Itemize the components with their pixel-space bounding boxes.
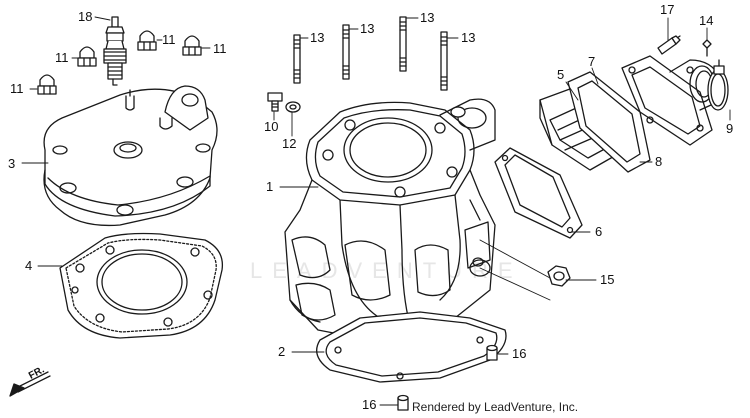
flange-bolt [267, 92, 283, 112]
callout-5: 5 [557, 67, 565, 82]
cap-nut-1 [137, 30, 157, 51]
callout-12: 12 [282, 136, 297, 151]
callout-11-far-left: 11 [10, 81, 24, 96]
callout-13-d: 13 [461, 30, 476, 45]
long-bolt [657, 35, 681, 55]
leader-lines [21, 16, 731, 406]
callout-11-top: 11 [162, 32, 176, 47]
cap-nut-4 [37, 74, 57, 95]
head-gasket [59, 232, 224, 339]
callout-8: 8 [655, 154, 663, 169]
reed-gasket [494, 147, 583, 239]
callout-9: 9 [726, 121, 734, 136]
callout-17: 17 [660, 2, 675, 17]
dowel-pin-1 [486, 344, 498, 361]
callout-2: 2 [278, 344, 286, 359]
stud-bolt-3 [399, 16, 407, 72]
small-screw [702, 39, 712, 57]
cap-nut-3 [182, 35, 202, 56]
callout-16-b: 16 [362, 397, 377, 412]
front-direction-arrow [9, 371, 51, 397]
dowel-pin-2 [397, 394, 409, 411]
stud-bolt-4 [440, 31, 448, 91]
base-gasket [316, 311, 507, 383]
callout-16-a: 16 [512, 346, 527, 361]
callout-11-left: 11 [55, 50, 69, 65]
hex-nut [547, 265, 571, 287]
spark-plug [103, 16, 127, 86]
callout-10: 10 [264, 119, 279, 134]
callout-13-c: 13 [420, 10, 435, 25]
stud-bolt-1 [293, 34, 301, 84]
callout-4: 4 [25, 258, 33, 273]
callout-18: 18 [78, 9, 93, 24]
callout-11-right: 11 [213, 41, 227, 56]
insulator-gasket [567, 71, 651, 173]
cylinder [284, 98, 496, 341]
intake-manifold [621, 55, 723, 146]
callout-15: 15 [600, 272, 615, 287]
watermark-text: LEADVENTURE [250, 258, 523, 283]
callout-13-a: 13 [310, 30, 325, 45]
cap-nut-2 [77, 46, 97, 67]
hose-clamp [707, 59, 729, 111]
sealing-washer [285, 101, 301, 113]
callout-6: 6 [595, 224, 603, 239]
callout-13-b: 13 [360, 21, 375, 36]
render-credit: Rendered by LeadVenture, Inc. [412, 400, 579, 414]
stud-bolt-2 [342, 24, 350, 80]
callout-14: 14 [699, 13, 714, 28]
cylinder-head [43, 85, 218, 227]
callout-7: 7 [588, 54, 596, 69]
callout-1: 1 [266, 179, 274, 194]
callout-3: 3 [8, 156, 16, 171]
